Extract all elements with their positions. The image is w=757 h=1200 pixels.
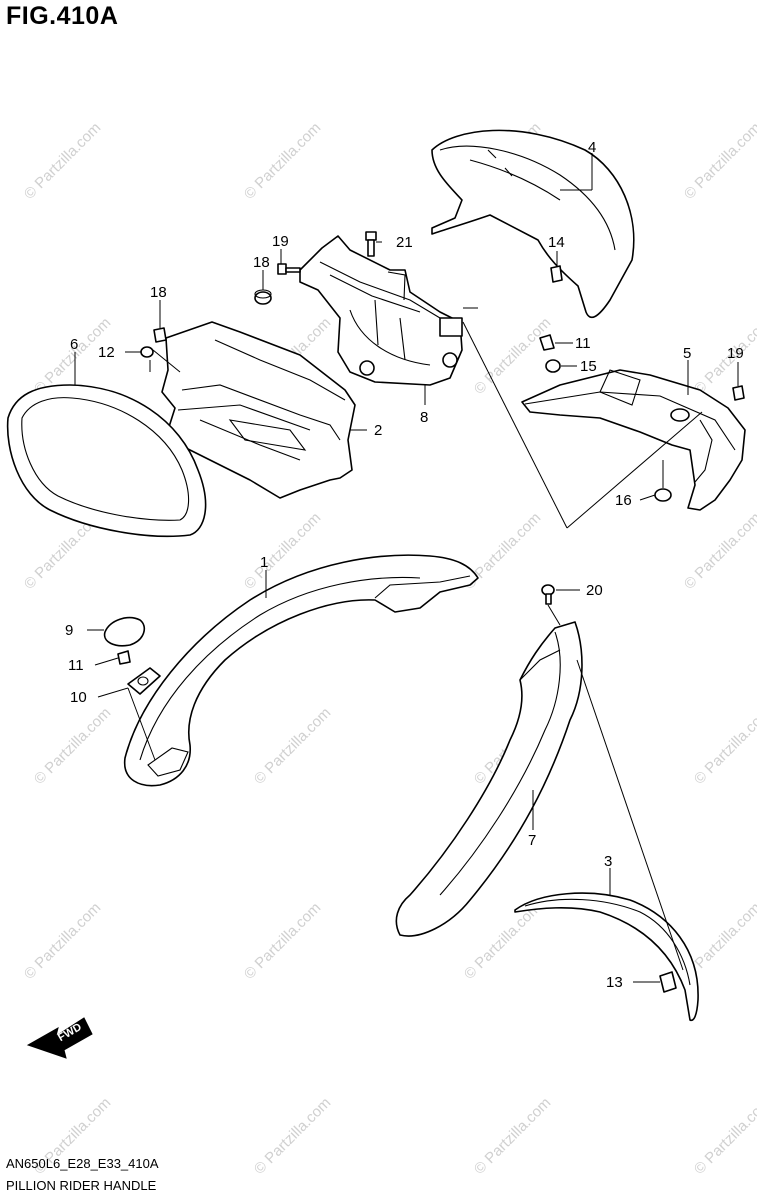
part-8-handle-bracket[interactable] xyxy=(299,235,463,386)
figure-title: FIG.410A xyxy=(6,2,119,30)
part-9-cap[interactable] xyxy=(103,616,146,647)
callout-8[interactable]: 8 xyxy=(420,409,428,426)
callout-7[interactable]: 7 xyxy=(528,832,536,849)
part-7-handle-cover[interactable] xyxy=(395,621,583,937)
part-14-clip[interactable] xyxy=(550,265,563,283)
watermark-text: © Partzilla.com xyxy=(251,704,334,787)
callout-18-left[interactable]: 18 xyxy=(150,284,167,301)
figure-code: AN650L6_E28_E33_410A xyxy=(6,1156,159,1171)
watermark-text: © Partzilla.com xyxy=(251,1094,334,1177)
leader-lines xyxy=(74,153,739,983)
callout-labels: 4 14 21 19 18 18 6 12 2 8 11 15 5 19 16 … xyxy=(65,139,744,991)
watermark-text: © Partzilla.com xyxy=(471,1094,554,1177)
part-5-side-cover[interactable] xyxy=(521,369,746,511)
callout-9[interactable]: 9 xyxy=(65,622,73,639)
callout-4[interactable]: 4 xyxy=(588,139,596,156)
callout-6[interactable]: 6 xyxy=(70,336,78,353)
callout-18-right[interactable]: 19 xyxy=(727,345,744,362)
watermark-text: © Partzilla.com xyxy=(691,314,757,397)
watermark-text: © Partzilla.com xyxy=(241,899,324,982)
figure-name: PILLION RIDER HANDLE xyxy=(6,1178,157,1193)
watermark-text: © Partzilla.com xyxy=(461,899,544,982)
watermark-text: © Partzilla.com xyxy=(31,704,114,787)
part-15-grommet[interactable] xyxy=(545,359,561,373)
callout-5[interactable]: 5 xyxy=(683,345,691,362)
part-17-grommet[interactable] xyxy=(254,289,272,305)
part-1-pillion-handle[interactable] xyxy=(124,554,479,787)
watermark-text: © Partzilla.com xyxy=(691,704,757,787)
callout-1[interactable]: 1 xyxy=(260,554,268,571)
callout-11-right[interactable]: 11 xyxy=(575,335,591,352)
watermark-text: © Partzilla.com xyxy=(21,119,104,202)
part-18-nut-right[interactable] xyxy=(732,385,745,401)
part-13-clip[interactable] xyxy=(659,971,677,993)
watermark-text: © Partzilla.com xyxy=(21,899,104,982)
callout-11-left[interactable]: 11 xyxy=(68,657,84,674)
callout-19[interactable]: 19 xyxy=(272,233,289,250)
callout-21[interactable]: 21 xyxy=(396,234,413,251)
part-11-screw-left[interactable] xyxy=(117,650,131,665)
part-16-grommet[interactable] xyxy=(654,488,672,502)
part-20-screw[interactable] xyxy=(541,584,555,605)
part-18-nut-left[interactable] xyxy=(153,327,167,343)
callout-14[interactable]: 14 xyxy=(548,234,565,251)
callout-12[interactable]: 12 xyxy=(98,344,115,361)
watermark-text: © Partzilla.com xyxy=(241,119,324,202)
callout-2[interactable]: 2 xyxy=(374,422,382,439)
callout-3[interactable]: 3 xyxy=(604,853,612,870)
part-11-screw-right[interactable] xyxy=(539,334,555,351)
part-6-pad[interactable] xyxy=(6,384,207,538)
fwd-arrow-icon: FWD xyxy=(26,1017,93,1059)
part-12-screw[interactable] xyxy=(140,346,154,358)
callout-16[interactable]: 16 xyxy=(615,492,632,509)
callout-20[interactable]: 20 xyxy=(586,582,603,599)
part-19-bolt[interactable] xyxy=(277,263,301,275)
part-2-inner-cover[interactable] xyxy=(161,321,356,499)
watermark-text: © Partzilla.com xyxy=(691,1094,757,1177)
part-21-bolt[interactable] xyxy=(365,231,377,257)
watermark-text: © Partzilla.com xyxy=(681,509,757,592)
watermark-text: © Partzilla.com xyxy=(681,119,757,202)
callout-17[interactable]: 18 xyxy=(253,254,270,271)
watermark-text: © Partzilla.com xyxy=(471,314,554,397)
callout-13[interactable]: 13 xyxy=(606,974,623,991)
part-10-washer[interactable] xyxy=(127,667,161,695)
callout-15[interactable]: 15 xyxy=(580,358,597,375)
part-3-lower-trim[interactable] xyxy=(514,892,699,1022)
callout-10[interactable]: 10 xyxy=(70,689,87,706)
part-4-rear-cover[interactable] xyxy=(431,129,635,319)
